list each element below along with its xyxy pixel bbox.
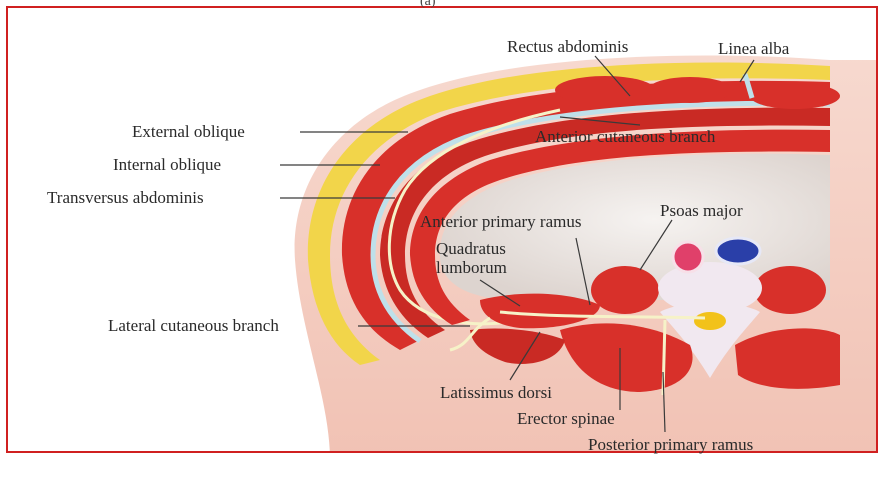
label-posterior-primary-ramus: Posterior primary ramus xyxy=(588,436,753,454)
psoas-major-right xyxy=(754,266,826,314)
rectus-abdominis-left xyxy=(555,76,655,104)
label-anterior-cutaneous-branch: Anterior cutaneous branch xyxy=(535,128,715,146)
label-psoas-major: Psoas major xyxy=(660,202,743,220)
spinal-cord xyxy=(694,312,726,330)
rectus-abdominis-far-right xyxy=(750,83,840,109)
psoas-major-left xyxy=(591,266,659,314)
label-rectus-abdominis: Rectus abdominis xyxy=(507,38,628,56)
rectus-abdominis-right xyxy=(648,77,732,103)
label-internal-oblique: Internal oblique xyxy=(113,156,221,174)
label-anterior-primary-ramus: Anterior primary ramus xyxy=(420,213,581,231)
label-lateral-cutaneous-branch: Lateral cutaneous branch xyxy=(108,317,279,335)
inferior-vena-cava xyxy=(716,238,760,264)
label-external-oblique: External oblique xyxy=(132,123,245,141)
label-quadratus-lumborum-line1: Quadratus xyxy=(436,240,506,258)
aorta xyxy=(673,242,703,272)
label-quadratus-lumborum-line2: lumborum xyxy=(436,259,507,277)
label-transversus-abdominis: Transversus abdominis xyxy=(47,189,204,207)
label-linea-alba: Linea alba xyxy=(718,40,789,58)
label-latissimus-dorsi: Latissimus dorsi xyxy=(440,384,552,402)
label-erector-spinae: Erector spinae xyxy=(517,410,615,428)
